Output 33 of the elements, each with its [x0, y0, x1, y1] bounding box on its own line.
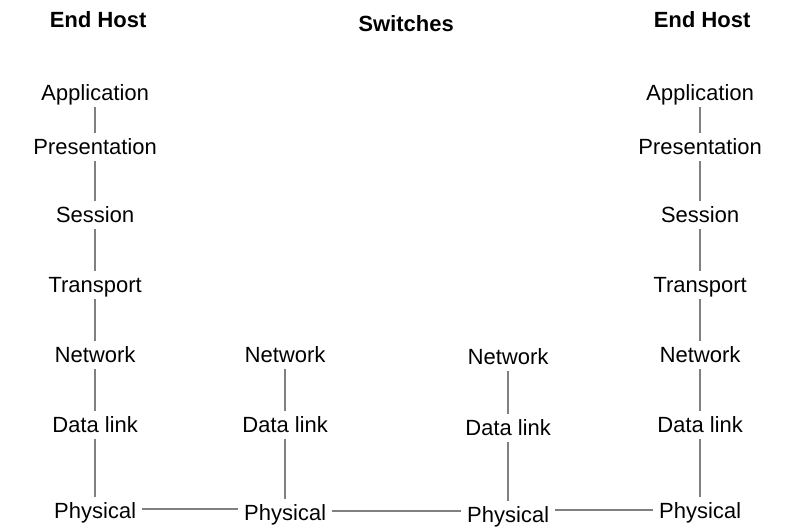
layer-label: Session	[658, 203, 742, 227]
connector-line	[94, 106, 96, 134]
layer-label: Network	[242, 343, 328, 367]
layer-label: Data link	[50, 413, 140, 437]
layer-label: Physical	[52, 499, 138, 523]
connector-line	[141, 508, 239, 510]
layer-label: Transport	[46, 273, 144, 297]
layer-label: Transport	[651, 273, 749, 297]
layer-label: Session	[54, 203, 136, 227]
layer-label: Data link	[240, 413, 330, 437]
layer-label: Network	[52, 343, 138, 367]
column-heading: Switches	[358, 11, 454, 37]
layer-label: Presentation	[636, 135, 764, 159]
column-heading: End Host	[50, 7, 146, 33]
connector-line	[284, 368, 286, 412]
connector-line	[94, 438, 96, 498]
layer-label: Network	[466, 345, 550, 369]
layer-label: Application	[644, 81, 756, 105]
layer-label: Physical	[657, 499, 743, 523]
connector-line	[331, 510, 462, 512]
column-heading: End Host	[654, 7, 750, 33]
layer-label: Data link	[463, 416, 553, 440]
connector-line	[284, 438, 286, 500]
connector-line	[94, 160, 96, 202]
layer-label: Physical	[242, 501, 328, 525]
layer-label: Presentation	[31, 135, 159, 159]
connector-line	[94, 228, 96, 272]
layer-label: Physical	[465, 503, 551, 527]
connector-line	[94, 368, 96, 412]
connector-line	[94, 298, 96, 342]
layer-label: Application	[39, 81, 151, 105]
layer-label: Data link	[655, 413, 745, 437]
layer-label: Network	[658, 343, 742, 367]
